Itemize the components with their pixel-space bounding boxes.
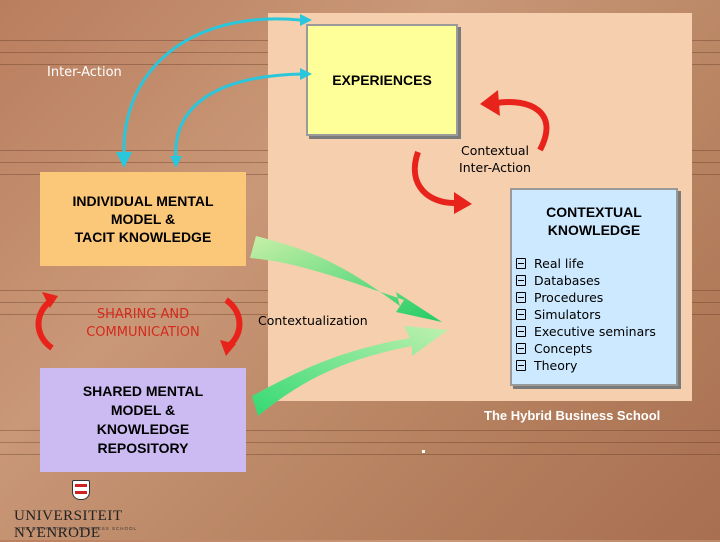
arrowhead-icon [170, 156, 182, 168]
checkbox-bullet-icon [516, 309, 526, 320]
inter-action-arrow-inner [174, 72, 303, 161]
list-item: Theory [516, 357, 656, 374]
list-item-label: Simulators [534, 307, 601, 322]
contextual-arrow-lower [411, 151, 457, 207]
staff-line [0, 454, 720, 455]
staff-line [0, 430, 720, 431]
shared-line: KNOWLEDGE [96, 421, 190, 437]
checkbox-bullet-icon [516, 343, 526, 354]
list-item-label: Theory [534, 358, 578, 373]
logo-name: UNIVERSITEIT NYENRODE [14, 508, 123, 541]
ctx-title-line: CONTEXTUAL [546, 204, 642, 220]
sharing-line: COMMUNICATION [86, 325, 200, 340]
individual-mental-model-box: INDIVIDUAL MENTAL MODEL & TACIT KNOWLEDG… [40, 172, 246, 266]
contextualization-arrow-down [250, 236, 442, 322]
experiences-label: EXPERIENCES [332, 72, 432, 88]
dot-marker [422, 450, 425, 453]
sharing-bracket-left [35, 297, 54, 351]
shared-line: REPOSITORY [97, 440, 189, 456]
arrowhead-icon [116, 152, 132, 168]
contextual-line: Inter-Action [459, 160, 531, 175]
inter-action-arrow-outer [122, 17, 301, 159]
shared-line: MODEL & [110, 402, 176, 418]
individual-line: MODEL & [110, 211, 176, 227]
list-item-label: Procedures [534, 290, 604, 305]
individual-line: TACIT KNOWLEDGE [74, 229, 212, 245]
list-item: Concepts [516, 340, 656, 357]
sharing-communication-label: SHARING AND COMMUNICATION [60, 306, 226, 342]
contextual-inter-action-label: Contextual Inter-Action [440, 142, 550, 176]
sharing-bracket-right [224, 297, 243, 351]
list-item: Databases [516, 272, 656, 289]
contextualization-label: Contextualization [258, 313, 368, 328]
contextual-arrow-upper [495, 99, 550, 152]
contextual-line: Contextual [460, 143, 530, 158]
list-item-label: Executive seminars [534, 324, 656, 339]
list-item: Executive seminars [516, 323, 656, 340]
arrowhead-icon [300, 68, 312, 80]
checkbox-bullet-icon [516, 292, 526, 303]
logo-tagline: THE NETHERLANDS BUSINESS SCHOOL [18, 526, 138, 531]
contextual-knowledge-title: CONTEXTUAL KNOWLEDGE [512, 203, 676, 239]
arrowhead-icon [300, 14, 312, 26]
shared-line: SHARED MENTAL [82, 383, 204, 399]
sharing-line: SHARING AND [96, 307, 190, 322]
contextual-knowledge-box: CONTEXTUAL KNOWLEDGE Real life Databases… [510, 188, 678, 386]
individual-line: INDIVIDUAL MENTAL [72, 193, 214, 209]
arrowhead-icon [454, 192, 472, 214]
ctx-title-line: KNOWLEDGE [547, 222, 641, 238]
university-logo: UNIVERSITEIT NYENRODE THE NETHERLANDS BU… [0, 478, 170, 541]
list-item: Procedures [516, 289, 656, 306]
hybrid-business-school-caption: The Hybrid Business School [484, 408, 661, 423]
list-item: Simulators [516, 306, 656, 323]
contextualization-arrow-up [252, 326, 448, 416]
list-item-label: Concepts [534, 341, 593, 356]
checkbox-bullet-icon [516, 275, 526, 286]
checkbox-bullet-icon [516, 360, 526, 371]
arrowhead-icon [480, 90, 500, 116]
shared-mental-model-box: SHARED MENTAL MODEL & KNOWLEDGE REPOSITO… [40, 368, 246, 472]
list-item-label: Databases [534, 273, 601, 288]
inter-action-label: Inter-Action [47, 65, 122, 80]
list-item: Real life [516, 255, 656, 272]
crest-icon [72, 480, 90, 500]
list-item-label: Real life [534, 256, 584, 271]
checkbox-bullet-icon [516, 326, 526, 337]
arrowhead-icon [220, 340, 236, 356]
contextual-items-list: Real life Databases Procedures Simulator… [516, 255, 656, 374]
arrowhead-icon [42, 292, 58, 308]
staff-line [0, 442, 720, 443]
checkbox-bullet-icon [516, 258, 526, 269]
experiences-box: EXPERIENCES [306, 24, 458, 136]
